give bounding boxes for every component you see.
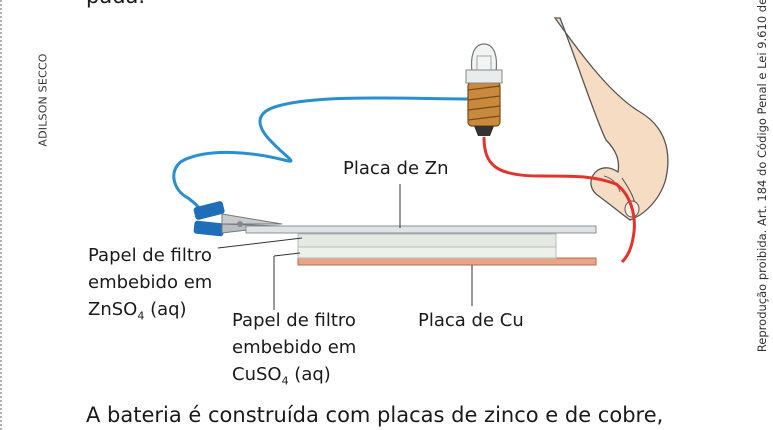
- alligator-clip: [193, 201, 283, 237]
- leader-paper-zn: [217, 237, 303, 249]
- label-zn-plate: Placa de Zn: [343, 158, 449, 179]
- hand-illustration: [553, 17, 669, 221]
- label-paper-zn-line3: ZnSO4 (aq): [88, 299, 187, 323]
- label-paper-cu-line2: embebido em: [232, 337, 357, 358]
- page-edge-dotted-line: [0, 0, 3, 430]
- light-bulb: [465, 43, 503, 136]
- body-text-line: A bateria é construída com placas de zin…: [86, 403, 664, 427]
- label-paper-zn-line1: Papel de filtro: [88, 245, 212, 266]
- blue-wire: [172, 96, 473, 213]
- label-paper-cu-line1: Papel de filtro: [232, 310, 356, 331]
- label-cu-plate: Placa de Cu: [418, 310, 524, 331]
- cu-plate: [297, 257, 597, 266]
- label-paper-zn-line2: embebido em: [88, 272, 213, 293]
- zn-plate: [245, 225, 597, 234]
- leader-paper-cu-tick: [273, 252, 301, 257]
- red-wire: [482, 136, 636, 264]
- label-paper-cu-line3: CuSO4 (aq): [232, 364, 331, 388]
- filter-paper-cuso4: [297, 246, 557, 259]
- top-text-fragment: pada.: [86, 0, 145, 9]
- filter-paper-znso4: [297, 233, 557, 248]
